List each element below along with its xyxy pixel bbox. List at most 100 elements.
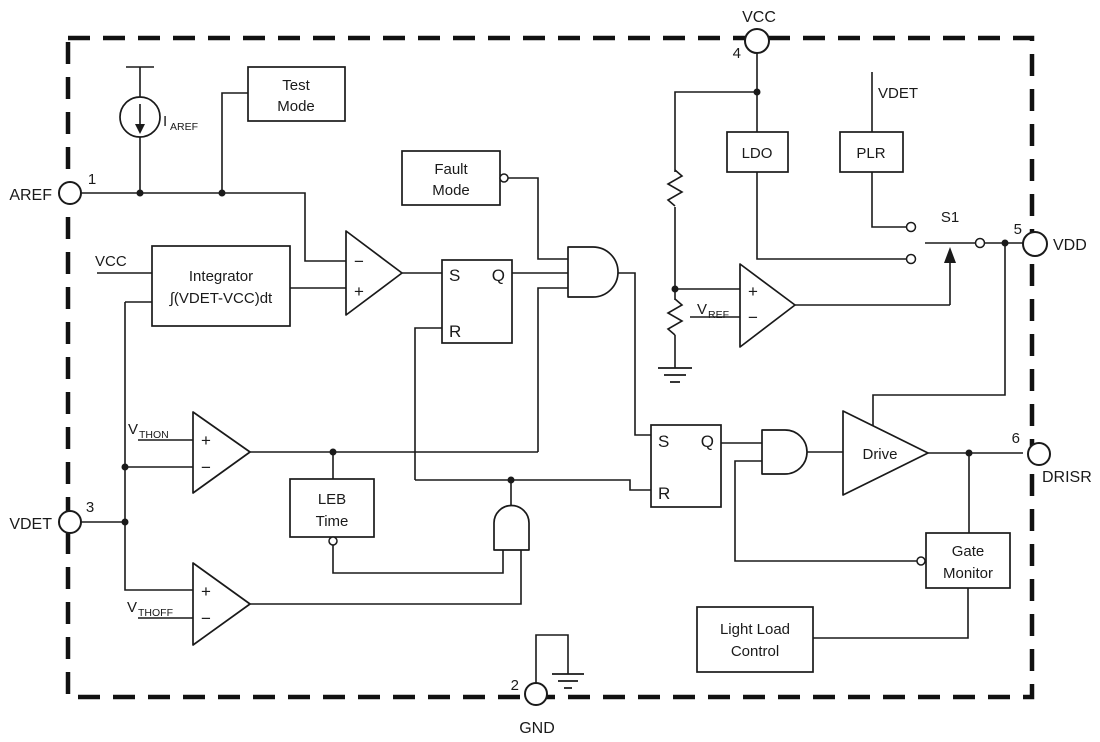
ldo-block: LDO [726,131,789,173]
latch1-q: Q [492,266,505,285]
ground-symbol-divider [658,367,692,383]
fault-mode-block: Fault Mode [401,150,509,206]
pin-5-vdd: 5 VDD [1014,221,1087,257]
comparator-integrator: − + [345,230,403,316]
plr-vdet-label: VDET [878,85,918,102]
resistor-upper [666,169,684,207]
fault-mode-line2: Mode [432,182,470,199]
wire-vdet-bus [124,301,193,591]
wire-gatemonitor-to-lightload [813,588,969,639]
current-source-iaref: I AREF [119,96,198,138]
wire-faultmode-to-and1 [508,177,568,260]
vthon-subscript: THON [139,429,169,441]
light-load-line1: Light Load [720,621,790,638]
light-load-control-block: Light Load Control [696,606,814,673]
latch2-q: Q [701,432,714,451]
pin-6-drisr: 6 DRISR [1012,430,1092,486]
junction [218,189,226,197]
minus-input: − [201,458,211,477]
junction [507,476,515,484]
switch-contact-top [905,221,917,233]
wire-leb-to-and3 [332,545,504,574]
ldo-label: LDO [742,145,773,162]
pin-number: 3 [86,499,94,516]
latch2-s: S [658,432,669,451]
minus-input: − [354,252,364,271]
sr-latch-1: S Q R [441,259,513,344]
pin-label: DRISR [1042,469,1092,486]
pin-4-vcc: 4 VCC [733,9,776,62]
minus-input: − [748,308,758,327]
ground-symbol-gnd-pin [552,673,584,689]
wires [81,53,1023,683]
integrator-line2: ∫(VDET-VCC)dt [169,290,273,307]
wire-testmode-branch [221,92,248,193]
junction [1001,239,1009,247]
and-gate-leb [493,504,530,551]
integrator-vcc-label: VCC [95,253,127,270]
test-mode-block: Test Mode [247,66,346,122]
pin-1-aref: 1 AREF [9,171,96,205]
inverter-bubble [499,173,509,183]
junction-dots [121,88,1009,526]
pin-number: 5 [1014,221,1022,238]
vref-comparator: + − V REF [697,263,796,348]
switch-pole-contact [974,237,986,249]
wire-gnd-bracket [535,634,569,683]
resistor-lower [666,298,684,336]
plr-label: PLR [856,145,885,162]
junction [329,448,337,456]
switch-s1: S1 [905,209,986,265]
pin-label: VDD [1053,237,1087,254]
junction [121,463,129,471]
pin-label: VCC [742,9,776,26]
vthon-comparator: + − V THON [128,411,251,494]
minus-input: − [201,609,211,628]
junction [136,189,144,197]
ic-boundary [65,35,1035,700]
pin-2-gnd: 2 GND [511,677,555,737]
integrator-block: Integrator ∫(VDET-VCC)dt VCC [95,245,291,327]
wire-vdd-to-drive-supply [872,243,1006,426]
gate-monitor-block: Gate Monitor [916,532,1011,589]
wire-ldo-to-switch [756,172,906,260]
gate-monitor-line2: Monitor [943,565,993,582]
inverter-bubble [916,556,926,566]
plus-input: + [201,582,211,601]
leb-line2: Time [316,513,349,530]
fault-mode-line1: Fault [434,161,468,178]
wire-and1-to-latch2-s [618,272,651,436]
inverter-bubble [328,536,338,546]
drive-label: Drive [862,446,897,463]
wire-current-source-supply [126,66,154,97]
pin-label: AREF [9,187,52,204]
junction [753,88,761,96]
wire-divider [674,91,757,368]
and-gate-drive [761,429,808,475]
wire-vrefcomp-to-switch [795,261,951,306]
wire-and3-out-to-resets [415,479,651,505]
wire-aref-to-comp1 [81,192,346,262]
pin-label: VDET [9,516,52,533]
drive-buffer: Drive [842,410,929,496]
plr-block: PLR VDET [839,85,918,173]
test-mode-line2: Mode [277,98,315,115]
vthoff-comparator: + − V THOFF [127,562,251,646]
pin-number: 4 [733,45,741,62]
pin-number: 2 [511,677,519,694]
plus-input: + [354,282,364,301]
vthoff-subscript: THOFF [138,607,173,619]
junction [965,449,973,457]
leb-time-block: LEB Time [289,478,375,546]
and-gate-1 [567,246,619,298]
vthoff-label: V [127,599,137,616]
pin-number: 1 [88,171,96,188]
test-mode-line1: Test [282,77,310,94]
vthon-label: V [128,421,138,438]
vref-label: V [697,301,707,318]
junction [121,518,129,526]
latch1-r: R [449,322,461,341]
s1-label: S1 [941,209,959,226]
